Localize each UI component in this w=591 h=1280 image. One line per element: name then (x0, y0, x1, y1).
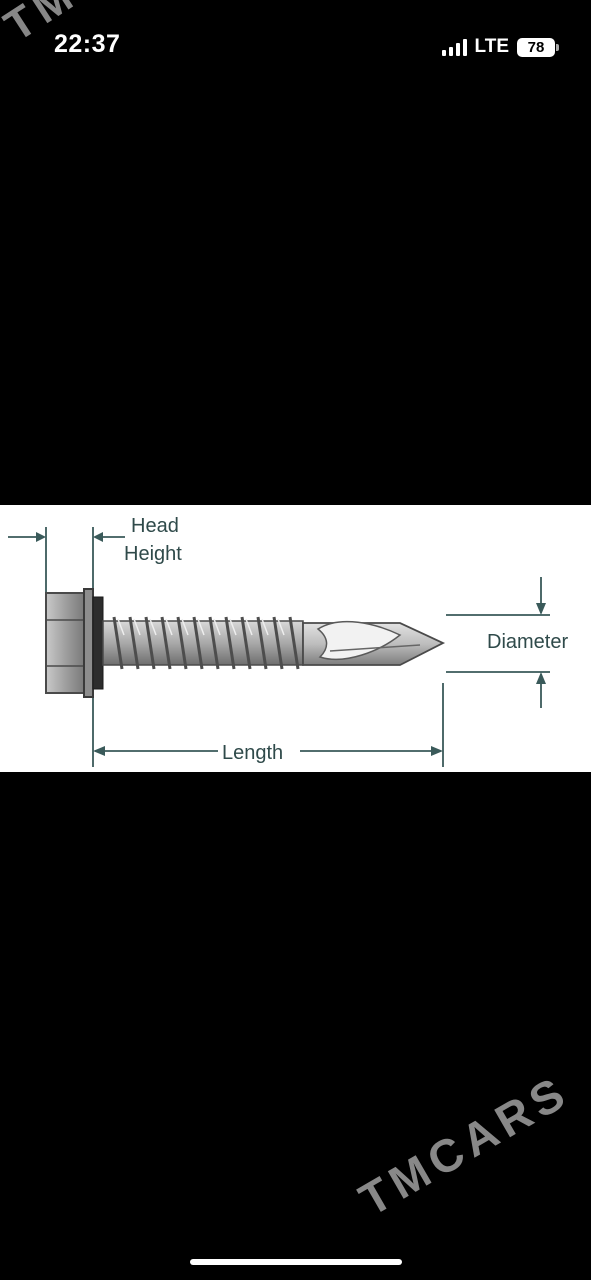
watermark-bottom: TMCARS (350, 1064, 579, 1226)
battery-level: 78 (517, 37, 555, 57)
length-label: Length (220, 739, 286, 767)
head-height-label-line2: Height (124, 543, 182, 565)
battery-icon: 78 (517, 37, 559, 57)
screw-diagram-image[interactable]: Head Height Diameter Length (0, 505, 591, 772)
home-indicator[interactable] (190, 1259, 402, 1265)
head-height-label-line1: Head (131, 515, 179, 537)
status-time: 22:37 (54, 30, 121, 58)
signal-bars-icon (441, 38, 467, 56)
screw-diagram-drawing (8, 527, 550, 767)
network-type: LTE (474, 36, 509, 57)
status-bar: 22:37 LTE 78 (0, 0, 591, 90)
status-indicators: LTE 78 (441, 36, 559, 58)
diameter-label: Diameter (487, 631, 569, 653)
